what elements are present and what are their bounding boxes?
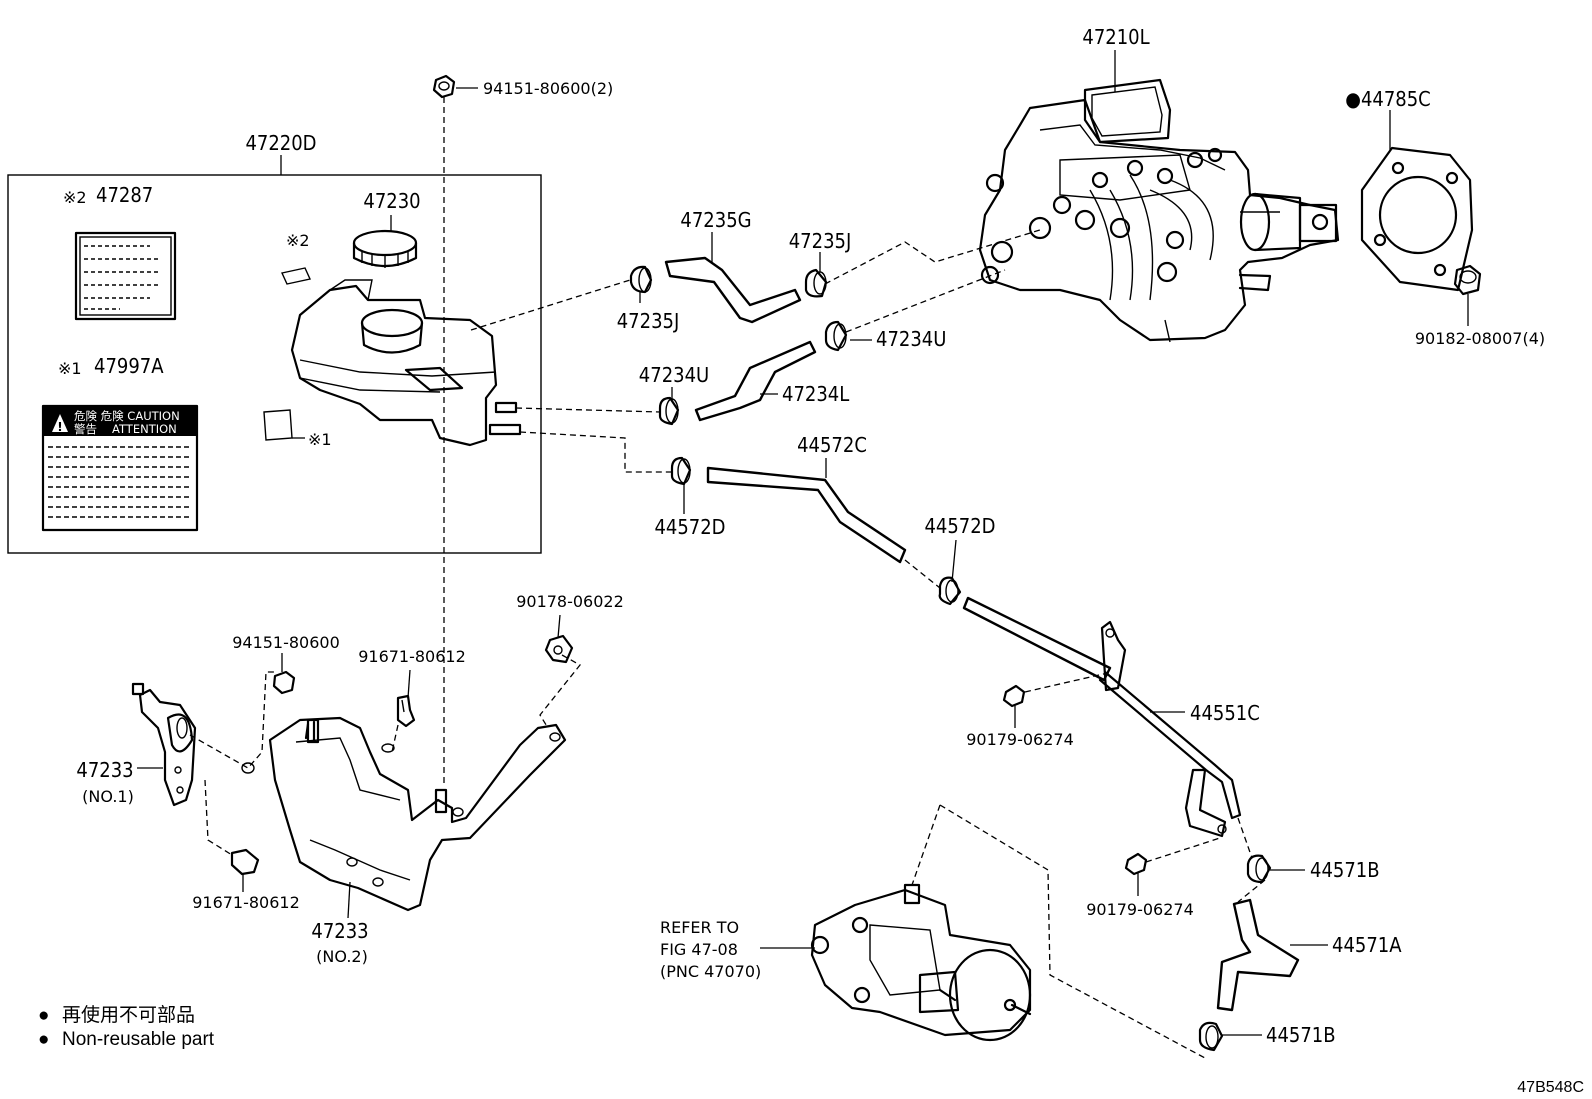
label-47233-no1: 47233 [76, 758, 133, 782]
label-47233-no2: 47233 [311, 919, 368, 943]
label-47233-no1-sub: (NO.1) [82, 787, 134, 806]
reference-note-line1: REFER TO [660, 918, 739, 937]
reference-note-line2: FIG 47-08 [660, 940, 738, 959]
label-90178-06022: 90178-06022 [516, 592, 624, 611]
brake-booster-assembly-47210L [978, 78, 1340, 343]
label-90179-06274-top: 90179-06274 [966, 730, 1074, 749]
label-44572D-left: 44572D [654, 515, 725, 539]
hose-47235G [664, 256, 802, 324]
label-47233-no2-sub: (NO.2) [316, 947, 368, 966]
label-44572C: 44572C [797, 433, 867, 457]
small-label-2 [281, 267, 311, 285]
label-mark-1: ※1 [308, 430, 332, 449]
bolt-91671-80612-lower [230, 848, 260, 876]
label-94151-80600: 94151-80600 [232, 633, 340, 652]
hose-47234L [694, 340, 817, 422]
clip-44572D-right [938, 576, 962, 606]
svg-text:!: ! [57, 420, 62, 434]
label-44551C: 44551C [1190, 701, 1260, 725]
diagram-code: 47B548C [1517, 1079, 1584, 1096]
label-47235J-top: 47235J [789, 229, 852, 253]
clip-47234U-right [824, 320, 848, 352]
reservoir-cap-47230 [352, 229, 418, 268]
leader-lines [137, 232, 1328, 1036]
label-90179-06274-bottom: 90179-06274 [1086, 900, 1194, 919]
bracket-47233-no2 [268, 716, 567, 912]
bolt-91671-80612-upper [396, 694, 416, 728]
label-47287-mark: ※2 [63, 188, 87, 207]
label-94151-80600-2: 94151-80600(2) [483, 79, 613, 98]
gasket-44785C [1360, 146, 1474, 292]
label-47234U-right: 47234U [876, 327, 946, 351]
label-47997A: 47997A [94, 354, 164, 378]
nut-94151-80600-top [432, 74, 456, 99]
legend: ● 再使用不可部品 ● Non-reusable part [38, 1004, 215, 1050]
legend-bullet-2: ● [38, 1029, 49, 1050]
label-47287: 47287 [96, 183, 153, 207]
label-91671-80612-upper: 91671-80612 [358, 647, 466, 666]
clip-44571B-bottom [1198, 1021, 1224, 1052]
label-44785C: ●44785C [1345, 87, 1431, 111]
small-label-1 [263, 409, 293, 441]
hose-44571A [1216, 898, 1300, 1012]
caution-text-line2a: 警告 [74, 422, 97, 436]
clip-47235J-left [629, 265, 653, 294]
clip-90178-06022 [544, 634, 574, 664]
label-47210L: 47210L [1082, 25, 1149, 49]
label-44571B-bottom: 44571B [1266, 1023, 1336, 1047]
clip-47235J-right [804, 268, 828, 298]
label-90182-08007: 90182-08007(4) [1415, 329, 1545, 348]
label-47234U-left: 47234U [639, 363, 709, 387]
caution-text-line2b: ATTENTION [112, 422, 177, 436]
label-44571A: 44571A [1332, 933, 1402, 957]
label-91671-80612-lower: 91671-80612 [192, 893, 300, 912]
legend-bullet-1: ● [38, 1005, 49, 1026]
label-sticker-47287 [74, 231, 177, 321]
label-mark-2: ※2 [286, 231, 310, 250]
caution-text-line1: 危険 危険 CAUTION [74, 409, 180, 423]
nut-90179-06274-top [1002, 684, 1026, 708]
nut-90182-08007 [1453, 264, 1482, 296]
pipe-44551C [962, 596, 1242, 838]
reservoir-assembly-box [7, 174, 542, 554]
label-44571B-top: 44571B [1310, 858, 1380, 882]
bracket-47233-no1 [131, 682, 197, 807]
nut-90179-06274-bottom [1124, 852, 1148, 876]
clip-47234U-left [658, 396, 680, 426]
label-44572D-right: 44572D [924, 514, 995, 538]
nut-94151-80600-lower [272, 670, 296, 695]
hose-44572C [706, 466, 907, 564]
part-labels: 47210L ●44785C 90182-08007(4) 94151-8060… [58, 25, 1545, 1047]
label-47235J-left: 47235J [617, 309, 680, 333]
label-47234L: 47234L [782, 382, 849, 406]
clip-44571B-top [1246, 854, 1272, 884]
label-47997A-mark: ※1 [58, 359, 82, 378]
legend-text-en: Non-reusable part [62, 1029, 215, 1050]
label-47235G: 47235G [680, 208, 751, 232]
legend-text-jp: 再使用不可部品 [62, 1004, 195, 1026]
dashed-reference-lines [189, 97, 1266, 1059]
brake-pump-motor-assembly [810, 883, 1032, 1042]
label-47220D: 47220D [245, 131, 316, 155]
reference-note-line3: (PNC 47070) [660, 962, 761, 981]
clip-44572D-left [670, 456, 692, 486]
brake-fluid-reservoir [290, 279, 522, 447]
label-47230: 47230 [363, 189, 420, 213]
caution-label-47997A: ! 危険 危険 CAUTION 警告 ATTENTION [41, 404, 199, 532]
